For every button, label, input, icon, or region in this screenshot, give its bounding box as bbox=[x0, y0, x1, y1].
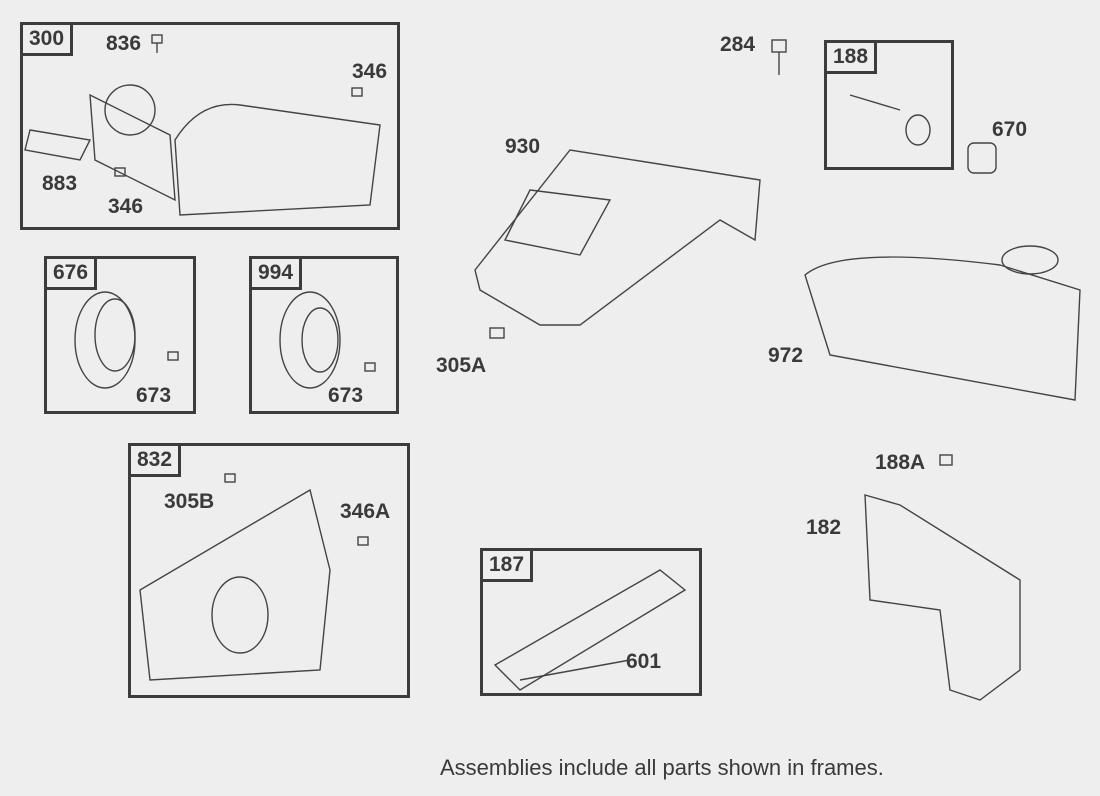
label-883: 883 bbox=[42, 172, 78, 195]
label-670: 670 bbox=[992, 118, 1028, 141]
label-673: 673 bbox=[328, 384, 364, 407]
label-673: 673 bbox=[136, 384, 172, 407]
label-305B: 305B bbox=[164, 490, 215, 513]
flange-drawing bbox=[74, 291, 341, 389]
frame-tag: 676 bbox=[44, 256, 98, 290]
label-346: 346 bbox=[352, 60, 388, 83]
frame-tag: 832 bbox=[128, 443, 182, 477]
frame-tag: 187 bbox=[480, 548, 534, 582]
label-188A: 188A bbox=[875, 451, 926, 474]
frame-676: 676 bbox=[44, 256, 196, 414]
frame-tag: 300 bbox=[20, 22, 74, 56]
label-601: 601 bbox=[626, 650, 662, 673]
label-284: 284 bbox=[720, 33, 756, 56]
fuel-tank-drawing bbox=[804, 245, 1081, 401]
frame-tag: 994 bbox=[249, 256, 303, 290]
blower-housing-drawing bbox=[474, 149, 761, 326]
assembly-note: Assemblies include all parts shown in fr… bbox=[440, 755, 884, 780]
heat-shield-drawing bbox=[139, 488, 331, 681]
frame-tag: 188 bbox=[824, 40, 878, 74]
frame-187: 187 bbox=[480, 548, 702, 696]
muffler-drawing bbox=[24, 84, 381, 216]
label-972: 972 bbox=[768, 344, 804, 367]
label-305A: 305A bbox=[436, 354, 487, 377]
frame-300: 300 bbox=[20, 22, 400, 230]
label-346A: 346A bbox=[340, 500, 391, 523]
bracket-drawing bbox=[864, 494, 1021, 701]
frame-832: 832 bbox=[128, 443, 410, 698]
tube-drawing bbox=[493, 569, 687, 691]
label-346: 346 bbox=[108, 195, 144, 218]
frame-994: 994 bbox=[249, 256, 399, 414]
label-930: 930 bbox=[505, 135, 541, 158]
label-182: 182 bbox=[806, 516, 842, 539]
bolt-188-drawing bbox=[849, 94, 997, 174]
screw-icon bbox=[114, 34, 953, 546]
label-836: 836 bbox=[106, 32, 142, 55]
frame-188: 188 bbox=[824, 40, 954, 170]
